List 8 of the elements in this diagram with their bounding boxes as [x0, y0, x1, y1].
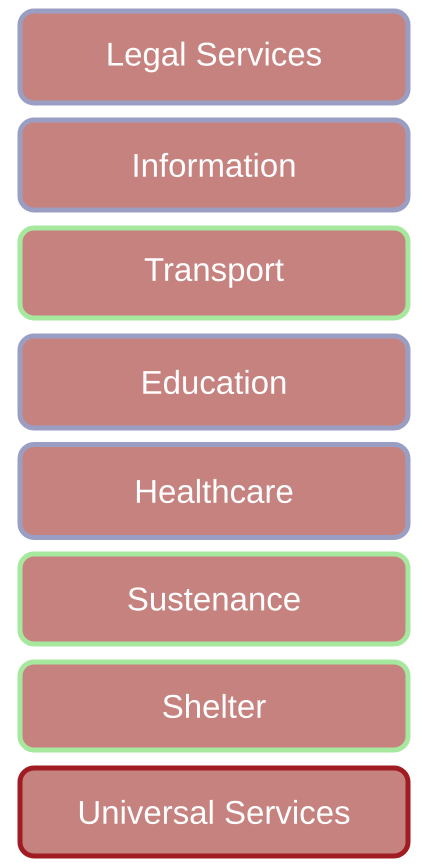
service-box: Sustenance — [18, 552, 410, 646]
service-box: Transport — [18, 226, 410, 320]
service-box: Shelter — [18, 660, 410, 752]
service-box: Universal Services — [18, 766, 410, 858]
service-box: Healthcare — [18, 442, 410, 540]
service-box: Information — [18, 118, 410, 212]
service-box: Legal Services — [18, 8, 410, 106]
service-box: Education — [18, 334, 410, 430]
